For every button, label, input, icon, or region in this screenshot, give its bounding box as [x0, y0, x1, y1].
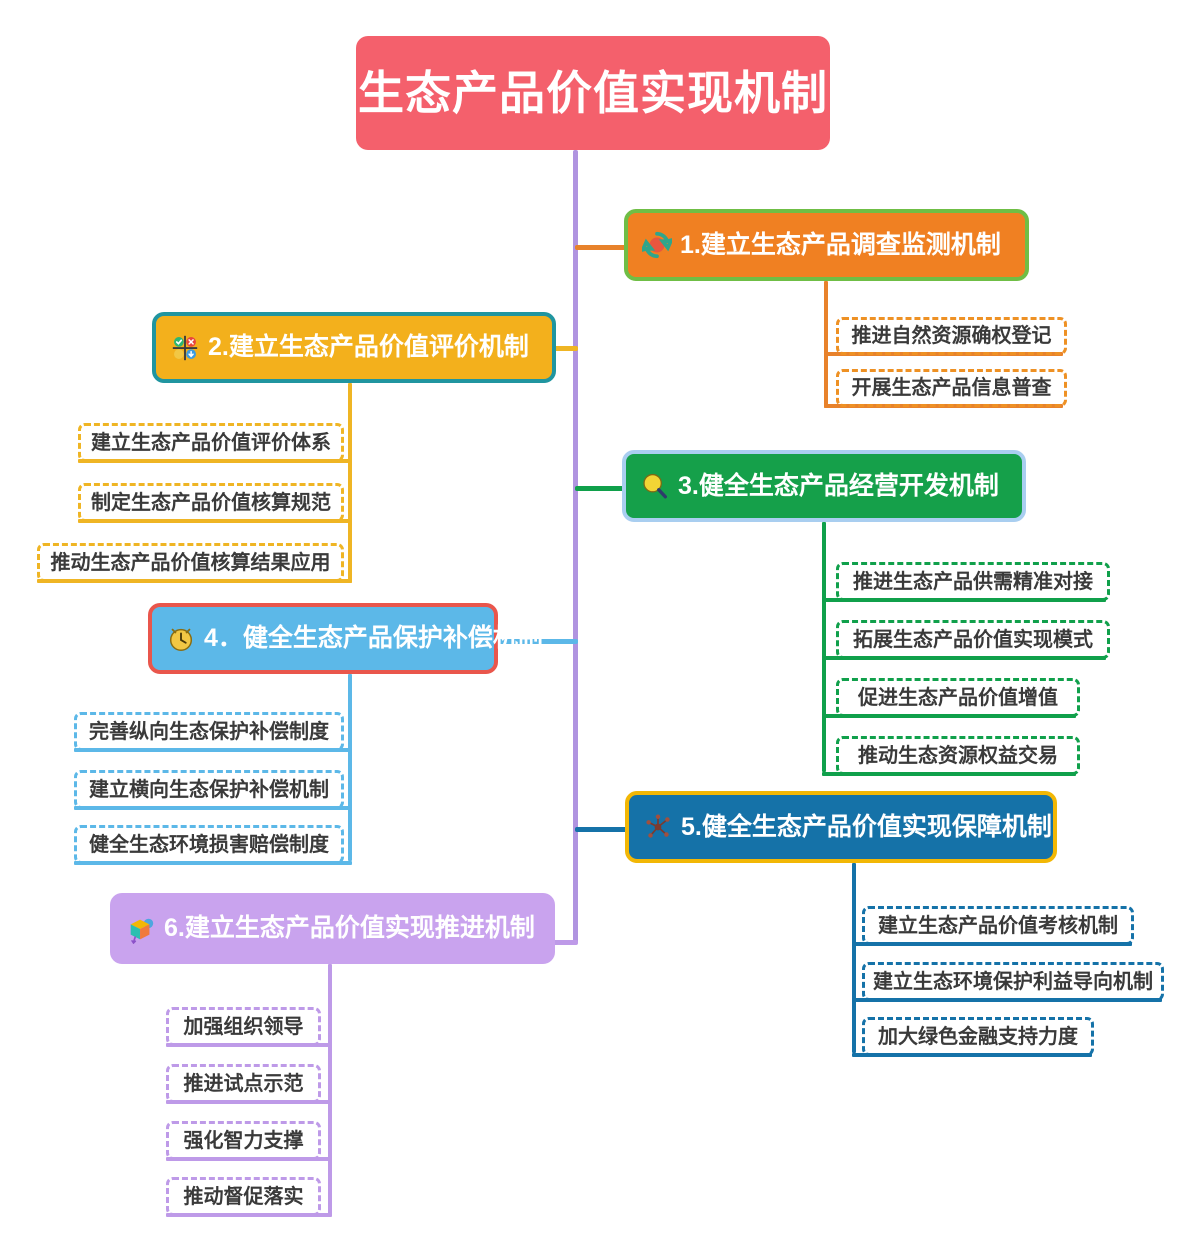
branch-label-3: 3.健全生态产品经营开发机制 — [678, 471, 999, 500]
sub-label-3-4: 推动生态资源权益交易 — [858, 744, 1058, 767]
trunk-branch-5 — [852, 863, 856, 1053]
branch-node-1[interactable]: 1.建立生态产品调查监测机制 — [624, 209, 1029, 281]
trunk-branch-1 — [824, 281, 828, 408]
sub-item-2-2[interactable]: 制定生态产品价值核算规范 — [78, 483, 344, 522]
sub-label-4-2: 建立横向生态保护补偿机制 — [89, 778, 329, 801]
connector-branch-6 — [552, 940, 578, 945]
sub-label-5-2: 建立生态环境保护利益导向机制 — [873, 970, 1153, 993]
sub-item-3-4[interactable]: 推动生态资源权益交易 — [836, 736, 1080, 775]
sub-label-6-1: 加强组织领导 — [183, 1015, 304, 1038]
magnifier-icon — [640, 471, 670, 501]
sub-label-2-3: 推动生态产品价值核算结果应用 — [50, 551, 331, 574]
root-title: 生态产品价值实现机制 — [358, 67, 828, 119]
sub-label-5-3: 加大绿色金融支持力度 — [878, 1025, 1078, 1048]
sub-label-3-1: 推进生态产品供需精准对接 — [853, 570, 1093, 593]
cube-icon — [126, 914, 156, 944]
sub-item-6-1[interactable]: 加强组织领导 — [166, 1007, 321, 1046]
sub-item-4-2[interactable]: 建立横向生态保护补偿机制 — [74, 770, 344, 809]
connector-branch-4 — [494, 639, 578, 644]
sub-item-3-1[interactable]: 推进生态产品供需精准对接 — [836, 562, 1110, 601]
sub-item-4-1[interactable]: 完善纵向生态保护补偿制度 — [74, 712, 344, 751]
sub-item-6-3[interactable]: 强化智力支撑 — [166, 1121, 321, 1160]
sub-item-3-2[interactable]: 拓展生态产品价值实现模式 — [836, 620, 1110, 659]
sub-item-5-2[interactable]: 建立生态环境保护利益导向机制 — [862, 962, 1164, 1001]
branch-label-5: 5.健全生态产品价值实现保障机制 — [681, 812, 1052, 841]
sub-label-3-3: 促进生态产品价值增值 — [858, 686, 1058, 709]
branch-label-2: 2.建立生态产品价值评价机制 — [208, 333, 529, 361]
branch-node-3[interactable]: 3.健全生态产品经营开发机制 — [622, 450, 1026, 522]
sub-item-2-1[interactable]: 建立生态产品价值评价体系 — [78, 423, 344, 462]
connector-branch-1 — [575, 245, 627, 250]
trunk-branch-3 — [822, 522, 826, 772]
sub-item-1-1[interactable]: 推进自然资源确权登记 — [836, 317, 1067, 355]
sub-item-6-4[interactable]: 推动督促落实 — [166, 1177, 321, 1216]
connector-branch-3 — [575, 486, 627, 491]
sub-label-1-1: 推进自然资源确权登记 — [851, 325, 1052, 347]
sub-item-6-2[interactable]: 推进试点示范 — [166, 1064, 321, 1103]
branch-label-1: 1.建立生态产品调查监测机制 — [680, 230, 1001, 259]
sub-item-4-3[interactable]: 健全生态环境损害赔偿制度 — [74, 825, 344, 864]
trunk-branch-4 — [348, 674, 352, 861]
branch-node-4[interactable]: 4．健全生态产品保护补偿机制 — [148, 603, 543, 674]
branch-label-4: 4．健全生态产品保护补偿机制 — [204, 624, 543, 652]
branch-label-6: 6.建立生态产品价值实现推进机制 — [164, 914, 535, 942]
trunk-branch-6 — [328, 964, 332, 1216]
sub-label-4-1: 完善纵向生态保护补偿制度 — [89, 720, 329, 743]
sub-label-2-1: 建立生态产品价值评价体系 — [91, 431, 331, 454]
sub-item-2-3[interactable]: 推动生态产品价值核算结果应用 — [37, 543, 344, 582]
branch-node-2[interactable]: 2.建立生态产品价值评价机制 — [152, 312, 556, 383]
sub-label-4-3: 健全生态环境损害赔偿制度 — [89, 833, 329, 856]
branch-node-5[interactable]: 5.健全生态产品价值实现保障机制 — [625, 791, 1057, 863]
connector-branch-5 — [575, 827, 627, 832]
network-nodes-icon — [643, 812, 673, 842]
sub-label-6-4: 推动督促落实 — [183, 1185, 304, 1208]
sub-label-6-3: 强化智力支撑 — [183, 1129, 304, 1152]
central-spine — [573, 150, 578, 944]
trunk-branch-2 — [348, 383, 352, 583]
sub-label-3-2: 拓展生态产品价值实现模式 — [853, 628, 1093, 651]
sub-item-3-3[interactable]: 促进生态产品价值增值 — [836, 678, 1080, 717]
recycle-icon — [642, 230, 672, 260]
sub-label-5-1: 建立生态产品价值考核机制 — [878, 914, 1118, 937]
sub-item-5-1[interactable]: 建立生态产品价值考核机制 — [862, 906, 1134, 945]
sub-item-1-2[interactable]: 开展生态产品信息普查 — [836, 369, 1067, 407]
root-node[interactable]: 生态产品价值实现机制 — [356, 36, 830, 150]
sub-label-6-2: 推进试点示范 — [183, 1072, 304, 1095]
connector-branch-2 — [554, 346, 578, 351]
sub-label-2-2: 制定生态产品价值核算规范 — [91, 491, 331, 514]
quadrant-icon — [170, 333, 200, 363]
alarm-clock-icon — [166, 624, 196, 654]
sub-item-5-3[interactable]: 加大绿色金融支持力度 — [862, 1017, 1094, 1056]
branch-node-6[interactable]: 6.建立生态产品价值实现推进机制 — [110, 893, 555, 964]
sub-label-1-2: 开展生态产品信息普查 — [851, 377, 1052, 399]
